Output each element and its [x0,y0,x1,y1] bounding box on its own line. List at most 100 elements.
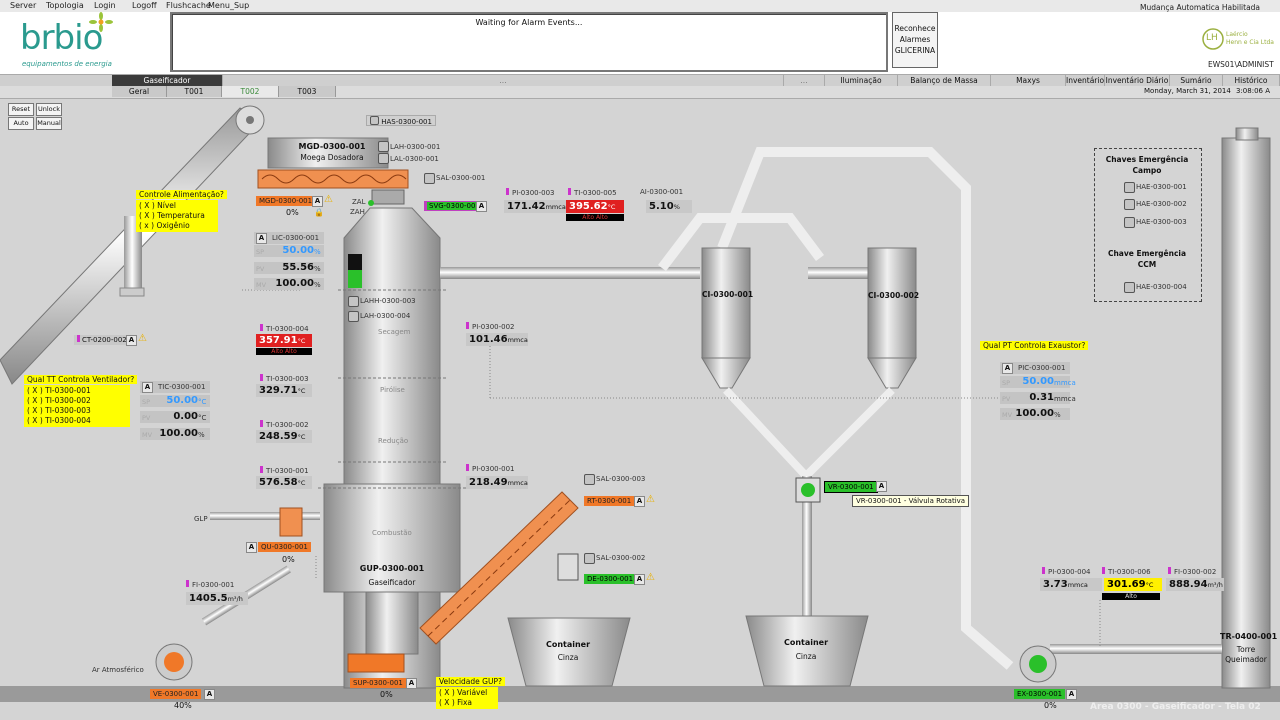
mgd-device-tag[interactable]: MGD-0300-001 [256,196,316,206]
menu-login[interactable]: Login [94,1,116,10]
pi3-tag[interactable]: PI-0300-003 [506,188,555,197]
pic-auto-badge[interactable]: A [1002,363,1013,374]
reset-button[interactable]: Reset [8,103,34,116]
tab-geral[interactable]: Geral [112,86,167,97]
ex-device-tag[interactable]: EX-0300-001 [1014,689,1066,699]
tab-maxys[interactable]: Maxys [991,75,1066,86]
menu-topologia[interactable]: Topologia [46,1,84,10]
sup-auto-badge[interactable]: A [406,678,417,689]
tab-t002[interactable]: T002 [222,86,279,97]
hae1-switch-icon[interactable] [1124,182,1135,193]
mgd-auto-badge[interactable]: A [312,196,323,207]
sup-device-tag[interactable]: SUP-0300-001 [350,678,406,688]
ti2-tag[interactable]: TI-0300-002 [260,420,309,429]
unlock-button[interactable]: Unlock [36,103,62,116]
hae4-switch-icon[interactable] [1124,282,1135,293]
menu-logoff[interactable]: Logoff [132,1,157,10]
ti3-value: 329.71°C [256,384,312,397]
svg-auto-badge[interactable]: A [476,201,487,212]
tab-iluminacao[interactable]: Iluminação [825,75,898,86]
tic-tag[interactable]: TIC-0300-001 [158,383,206,391]
feed-control-title: Controle Alimentação? [136,190,227,199]
ccm-emergency-title: Chave Emergência CCM [1107,249,1187,269]
tic-mv-row[interactable] [140,428,210,440]
lah4-switch-icon[interactable] [348,311,359,322]
ti5-tag[interactable]: TI-0300-005 [568,188,617,197]
ve-auto-badge[interactable]: A [204,689,215,700]
qu-device-tag[interactable]: QU-0300-001 [258,542,311,552]
pi2-tag[interactable]: PI-0300-002 [466,322,515,331]
rt-auto-badge[interactable]: A [634,496,645,507]
cyclone2-inlet [808,267,868,279]
ash-screw [419,491,579,645]
lic-auto-badge[interactable]: A [256,233,267,244]
ti3-tag[interactable]: TI-0300-003 [260,374,309,383]
ventilator-control-options[interactable]: ( X ) TI-0300-001 ( X ) TI-0300-002 ( X … [24,385,130,427]
lahh-switch-icon[interactable] [348,296,359,307]
pic-tag[interactable]: PIC-0300-001 [1018,364,1066,372]
lal-switch-icon[interactable] [378,153,389,164]
rt-device-tag[interactable]: RT-0300-001 [584,496,635,506]
vr-auto-badge[interactable]: A [876,481,887,492]
tab-inventario[interactable]: Inventário [1066,75,1105,86]
container-1-body [507,617,631,687]
ti6-tag[interactable]: TI-0300-006 [1102,567,1151,576]
pi1-tag[interactable]: PI-0300-001 [466,464,515,473]
fi2-tag[interactable]: FI-0300-002 [1168,567,1216,576]
lic-mv-unit: % [314,281,321,289]
lic-tag[interactable]: LIC-0300-001 [272,234,320,242]
menu-flushcache[interactable]: Flushcache [166,1,211,10]
pi4-tag[interactable]: PI-0300-004 [1042,567,1091,576]
tab-sumario[interactable]: Sumário [1170,75,1223,86]
pic-mv-row[interactable] [1000,408,1070,420]
tab-gaseificador[interactable]: Gaseificador [112,75,223,86]
lic-sp-row[interactable] [254,245,324,257]
alarm-panel[interactable]: Waiting for Alarm Events... [170,12,888,72]
lic-mv-row[interactable] [254,278,324,290]
tic-mv-label: MV [142,431,153,439]
hae3-switch-icon[interactable] [1124,217,1135,228]
hae2-label: HAE-0300-002 [1136,200,1187,208]
ti4-value: 357.91°C [256,334,312,347]
pic-sp-row[interactable] [1000,376,1070,388]
tic-sp-row[interactable] [140,395,210,407]
tab-inventario-diario[interactable]: Inventário Diário [1105,75,1170,86]
de-auto-badge[interactable]: A [634,574,645,585]
hae2-switch-icon[interactable] [1124,199,1135,210]
zone-reducao: Redução [378,437,409,445]
lic-sp-label: SP [256,248,265,256]
vr-device-tag[interactable]: VR-0300-001 [824,481,878,493]
tab-t001[interactable]: T001 [167,86,222,97]
ti1-tag[interactable]: TI-0300-001 [260,466,309,475]
tab-blank-1[interactable]: ... [223,75,784,86]
lah1-switch-icon[interactable] [378,141,389,152]
tic-auto-badge[interactable]: A [142,382,153,393]
ti4-tag[interactable]: TI-0300-004 [260,324,309,333]
de-device-tag[interactable]: DE-0300-001 [584,574,637,584]
sal1-switch-icon[interactable] [424,173,435,184]
ve-device-tag[interactable]: VE-0300-001 [150,689,202,699]
sal2-switch-icon[interactable] [584,553,595,564]
svg-device-tag[interactable]: SVG-0300-001 [424,201,485,211]
manual-button[interactable]: Manual [36,117,62,130]
fi1-tag[interactable]: FI-0300-001 [186,580,234,589]
gup-speed-options[interactable]: ( X ) Variável ( X ) Fixa [436,687,498,709]
container-1-title: Container [545,640,591,649]
tab-t003[interactable]: T003 [279,86,336,97]
menu-server[interactable]: Server [10,1,37,10]
ai1-tag[interactable]: AI-0300-001 [640,188,684,196]
auto-button[interactable]: Auto [8,117,34,130]
sal3-switch-icon[interactable] [584,474,595,485]
ct-device-tag[interactable]: CT-0200-002 [74,335,130,345]
feed-control-options[interactable]: ( X ) Nível ( X ) Temperatura ( x ) Oxig… [136,200,218,232]
tab-blank-2[interactable]: ... [784,75,825,86]
ct-auto-badge[interactable]: A [126,335,137,346]
lic-mv-label: MV [256,281,267,289]
menu-sup[interactable]: Menu_Sup [208,1,250,10]
ex-auto-badge[interactable]: A [1066,689,1077,700]
acknowledge-alarms-button[interactable]: Reconhece Alarmes GLICERINA [892,12,938,68]
qu-auto-badge[interactable]: A [246,542,257,553]
has-tag[interactable]: HAS-0300-001 [366,115,436,126]
gasifier-column [318,207,466,689]
tab-balanco-massa[interactable]: Balanço de Massa [898,75,991,86]
